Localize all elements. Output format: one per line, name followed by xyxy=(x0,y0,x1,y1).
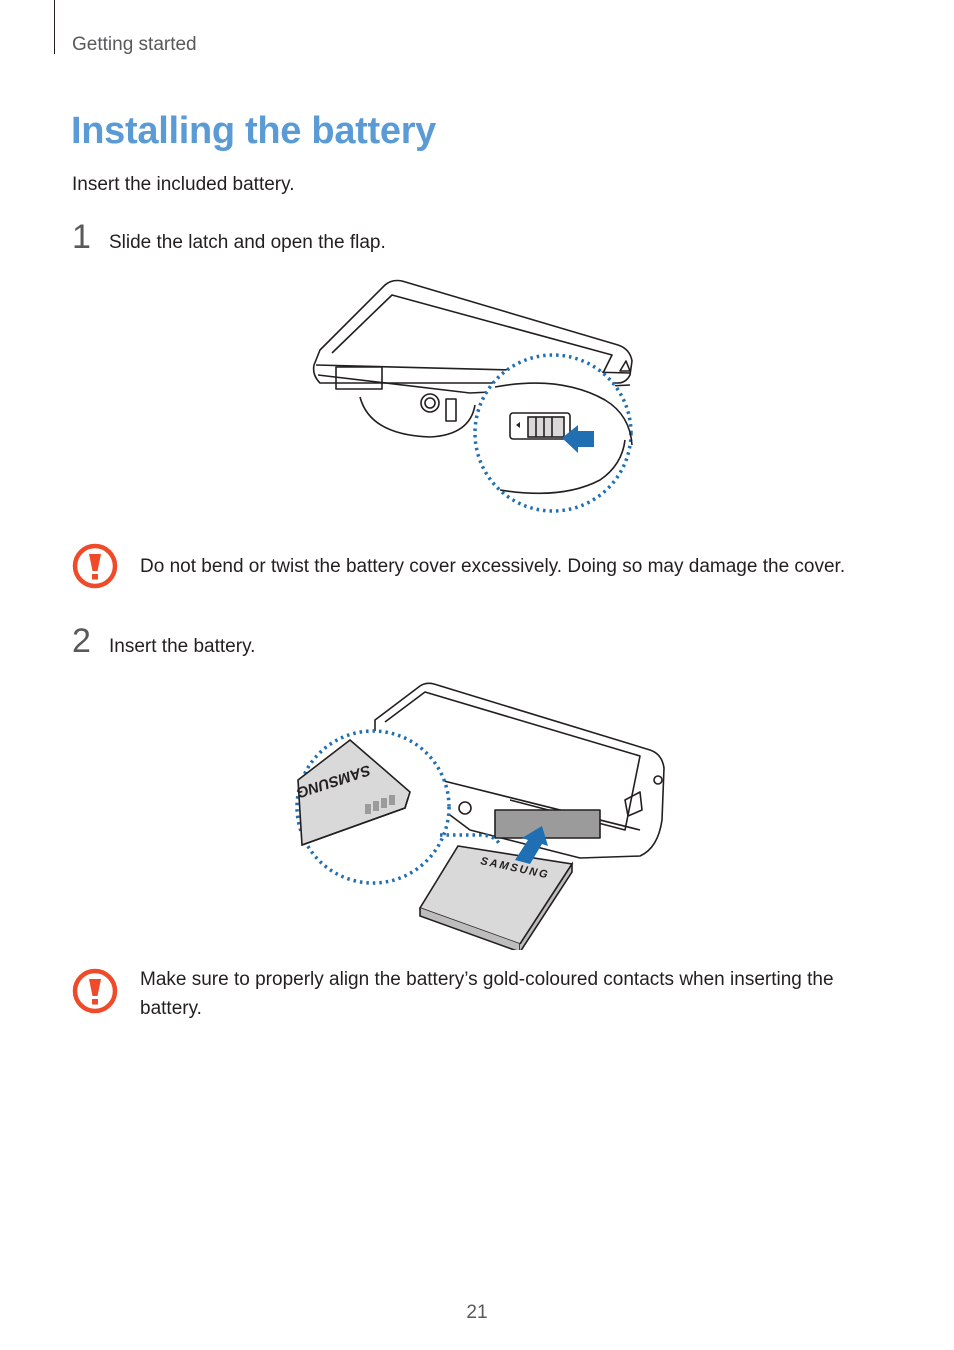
caution-icon xyxy=(72,968,118,1014)
step-number: 1 xyxy=(72,218,91,256)
arrow-left-icon xyxy=(562,425,594,453)
step-text: Slide the latch and open the flap. xyxy=(109,232,386,253)
step-2: 2 Insert the battery. xyxy=(72,624,255,658)
caution-note-1: Do not bend or twist the battery cover e… xyxy=(72,543,880,589)
note-text: Make sure to properly align the battery’… xyxy=(140,969,834,1019)
step-1: 1 Slide the latch and open the flap. xyxy=(72,220,386,254)
note-text: Do not bend or twist the battery cover e… xyxy=(140,556,846,577)
page-title: Installing the battery xyxy=(71,110,437,152)
intro-text: Insert the included battery. xyxy=(72,174,295,195)
caution-note-2: Make sure to properly align the battery’… xyxy=(72,968,880,1023)
step-text: Insert the battery. xyxy=(109,636,256,657)
running-header: Getting started xyxy=(72,34,197,55)
step-number: 2 xyxy=(72,622,91,660)
battery-insertion-illustration: SAMSUNG SAMSUNG xyxy=(294,682,665,950)
caution-icon xyxy=(72,543,118,589)
page-number: 21 xyxy=(466,1302,488,1323)
camera-latch-illustration xyxy=(312,279,633,513)
arrow-up-icon xyxy=(515,826,548,864)
margin-rule xyxy=(54,0,55,54)
